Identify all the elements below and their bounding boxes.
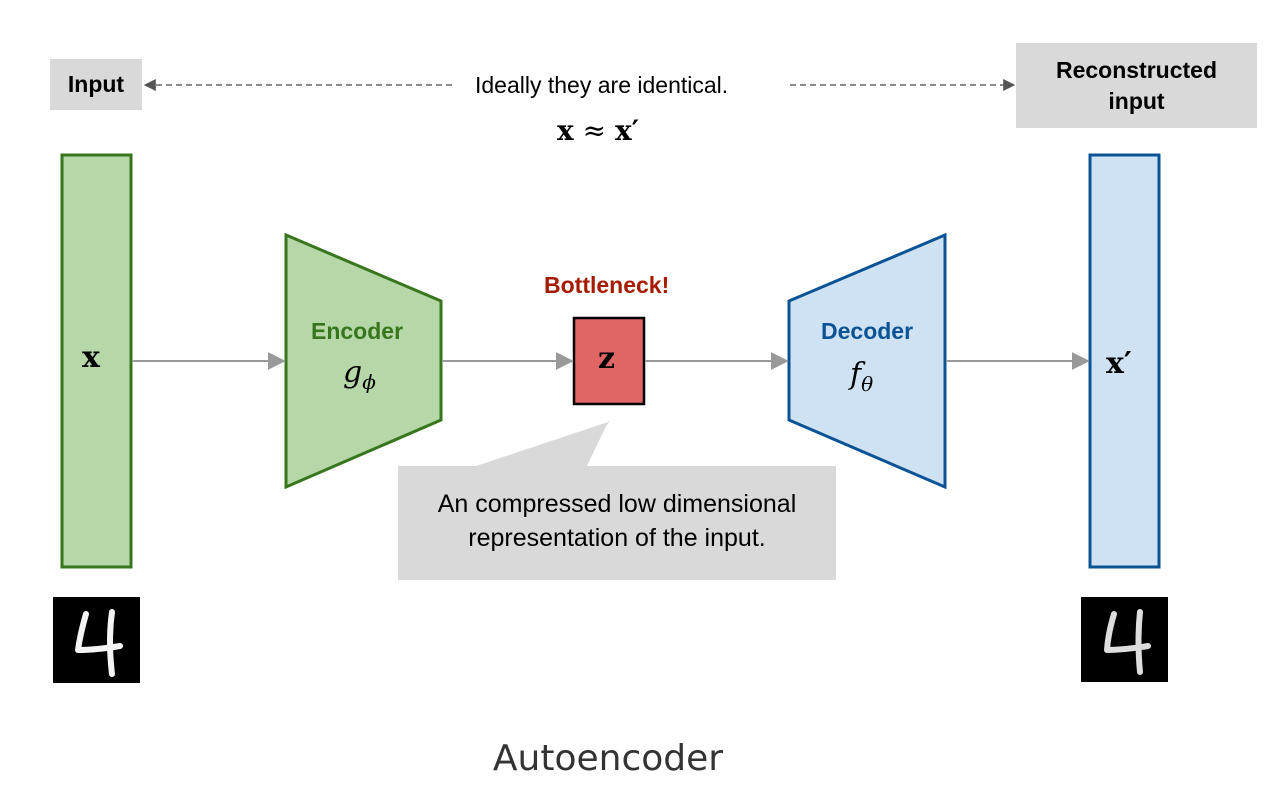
reconstructed-input-label-text: Reconstructed input (1055, 56, 1218, 114)
encoder-fn: g (343, 355, 363, 390)
identity-op: ≈ (582, 114, 607, 147)
input-label-text: Input (67, 71, 125, 97)
callout-text: An compressed low dimensional representa… (437, 490, 797, 552)
input-label: Input (50, 59, 142, 110)
bottleneck-symbol: z (598, 341, 616, 376)
input-digit-stroke (75, 609, 123, 677)
reconstructed-input-label: Reconstructed input (1016, 43, 1257, 128)
identity-rhs: x′ (614, 114, 640, 147)
output-symbol: x′ (1106, 346, 1132, 381)
input-symbol: x (82, 340, 100, 375)
figure-caption: Autoencoder (492, 738, 724, 779)
decoder-function: fθ (850, 357, 873, 396)
bottleneck-title: Bottleneck! (544, 272, 670, 298)
decoder-title: Decoder (821, 318, 914, 344)
output-digit-stroke (1104, 609, 1151, 675)
encoder-title: Encoder (311, 318, 404, 344)
input-vector-bar (60, 153, 133, 569)
input-digit-image (53, 597, 140, 683)
identity-formula: x ≈ x′ (557, 114, 639, 147)
identity-note: Ideally they are identical. (475, 72, 729, 98)
output-digit-image (1081, 597, 1168, 682)
encoder-trapezoid (284, 232, 443, 490)
encoder-function: gϕ (343, 355, 376, 394)
identity-lhs: x (557, 114, 574, 147)
callout-pointer-base (470, 422, 608, 468)
decoder-fn: f (850, 357, 862, 392)
callout-box (398, 466, 836, 580)
encoder-sub: ϕ (362, 370, 376, 394)
bottleneck-box (572, 316, 646, 406)
decoder-trapezoid (787, 232, 947, 490)
output-vector-bar (1088, 153, 1161, 569)
decoder-sub: θ (861, 372, 874, 396)
